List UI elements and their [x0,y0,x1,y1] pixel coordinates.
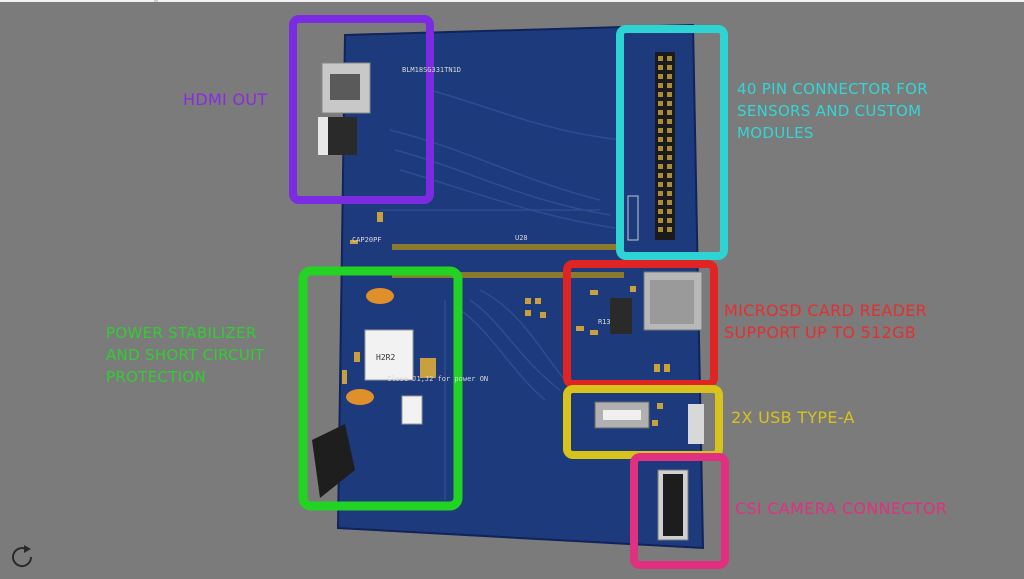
header-pin [667,92,672,97]
header-pin [658,173,663,178]
usb-port-inner [603,410,641,420]
header-pin [658,128,663,133]
top-bar-segment [158,0,1024,2]
top-bar [0,0,1024,2]
pin-connector-callout-label: 40 PIN CONNECTOR FOR SENSORS AND CUSTOM … [737,80,929,142]
header-pin [667,209,672,214]
header-pin [658,146,663,151]
silk-u28: U28 [515,234,528,242]
header-pin [658,137,663,142]
hdmi-callout-box [289,15,434,204]
header-pin [658,83,663,88]
header-pin [667,182,672,187]
csi-callout-label: CSI CAMERA CONNECTOR [735,499,948,518]
header-pin [658,218,663,223]
header-pin [658,101,663,106]
header-pin [667,191,672,196]
header-pin [667,128,672,133]
silk-jumper-note: Close J1,J2 for power ON [387,375,488,383]
header-pin [667,164,672,169]
top-bar-segment [0,0,154,2]
csi-slot [663,474,683,536]
header-pin [667,155,672,160]
silk-hdmi-ref: BLM18SG331TN1D [402,66,461,74]
header-pin [667,83,672,88]
header-pin [658,227,663,232]
inductor [364,329,414,381]
sd-card-slot [650,280,694,324]
header-pin [667,146,672,151]
header-pin [667,227,672,232]
header-pin [658,92,663,97]
header-pin [667,101,672,106]
header-pin [667,110,672,115]
header-pin [667,119,672,124]
capacitor [346,389,374,405]
sd-callout-box [563,260,718,388]
header-pin [658,200,663,205]
hdmi-port [330,74,360,100]
usb-port-side [688,404,704,444]
pin-connector-callout-box [616,25,728,260]
header-pin [667,137,672,142]
header-pin [667,173,672,178]
csi-callout-box [630,453,729,569]
header-pin [658,191,663,196]
header-pin [658,65,663,70]
pin-header-pins [658,56,672,232]
header-pin [667,56,672,61]
header-pin [667,218,672,223]
silk-r13: R13 [598,318,611,326]
hdmi-callout-label: HDMI OUT [183,90,268,109]
header-pin [658,110,663,115]
header-pin [667,200,672,205]
header-pin [667,65,672,70]
header-pin [658,155,663,160]
jumper [420,358,436,378]
hdmi-tab [318,117,328,155]
power-callout-box [298,266,463,511]
fuse [401,395,423,425]
silk-h2r2: H2R2 [376,353,395,362]
usb-callout-label: 2X USB TYPE-A [731,408,855,427]
capacitor [366,288,394,304]
pin-header-outline [627,195,639,241]
header-pin [658,74,663,79]
header-pin [658,209,663,214]
u28-pins-top [392,244,624,250]
u28-pins-bottom [392,272,624,278]
header-pin [658,164,663,169]
reload-icon[interactable] [7,542,37,572]
header-pin [658,182,663,187]
sd-callout-label: MICROSD CARD READER SUPPORT UP TO 512GB [724,301,928,342]
power-callout-label: POWER STABILIZER AND SHORT CIRCUIT PROTE… [106,324,265,386]
silk-cap: CAP20PF [352,236,382,244]
smd-components [342,212,670,426]
header-pin [658,119,663,124]
header-pin [667,74,672,79]
sd-controller-chip [610,298,632,334]
header-pin [658,56,663,61]
dc-jack [312,424,355,498]
